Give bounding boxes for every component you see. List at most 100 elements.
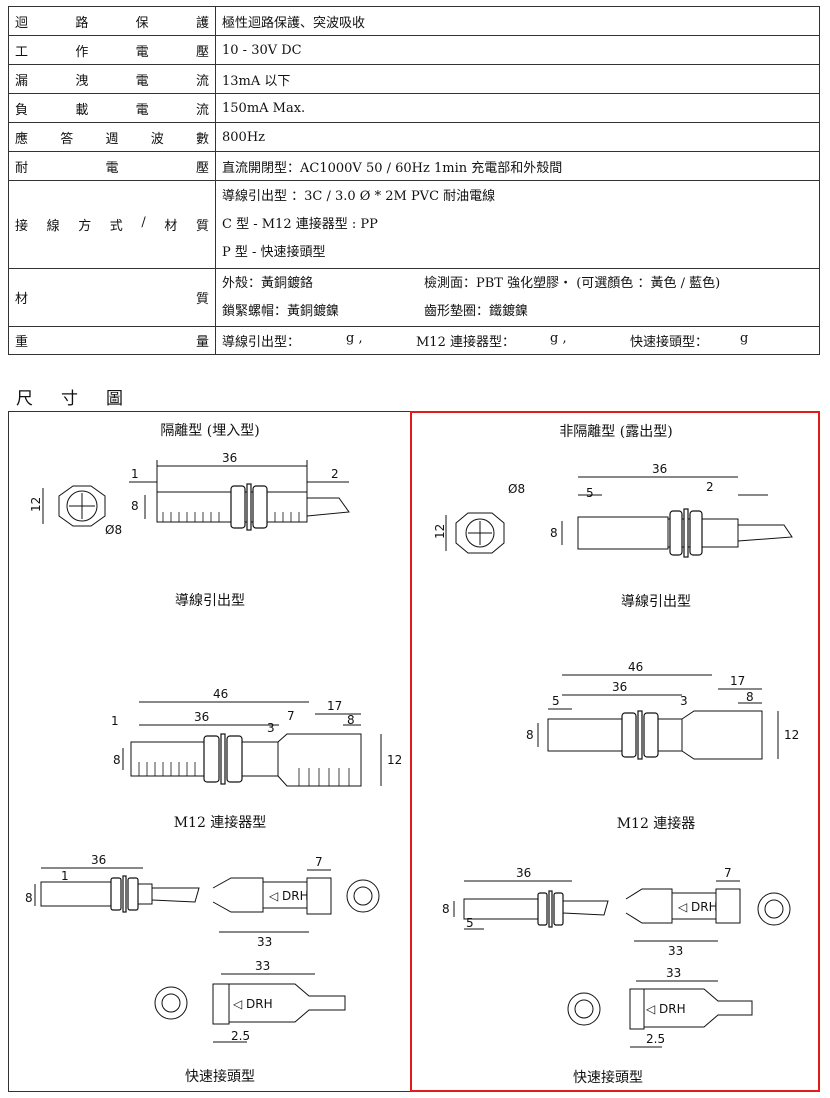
- weight-line: 導線引出型： g , M12 連接器型： g , 快速接頭型： g: [222, 331, 813, 350]
- dim-label: 12: [784, 728, 799, 742]
- spec-value: 150mA Max.: [215, 93, 820, 123]
- dim-label: 8: [131, 499, 139, 513]
- spread-label: 負載電流: [15, 99, 209, 118]
- dim-label: 8: [25, 891, 33, 905]
- spread-label: 工作電壓: [15, 41, 209, 60]
- dim-label: 33: [668, 944, 683, 958]
- dim-label: 7: [315, 855, 323, 869]
- label-char: /: [141, 215, 146, 230]
- label-char: 作: [75, 44, 89, 60]
- dim-label: 1: [131, 467, 139, 481]
- spec-row: 工作電壓 10 - 30V DC: [8, 35, 820, 65]
- dim-label: 33: [255, 959, 270, 973]
- label-char: 式: [109, 219, 123, 234]
- dim-label: 17: [327, 699, 342, 713]
- right-drawing-panel: 非隔離型 (露出型) 導線引出型 M12 連接器 快速接頭型 12 Ø8 36 …: [410, 411, 820, 1092]
- weight-item: g ,: [346, 331, 363, 346]
- label-char: 材: [164, 219, 178, 234]
- material-cell: 齒形墊圈：鐵鍍鎳: [424, 303, 529, 319]
- dim-label: 8: [526, 728, 534, 742]
- right-caption-m12: M12 連接器: [616, 816, 696, 832]
- right-panel-heading: 非隔離型 (露出型): [559, 424, 673, 440]
- label-char: 電: [135, 102, 149, 118]
- dim-label: 7: [724, 866, 732, 880]
- label-char: 波: [150, 131, 164, 147]
- label-char: 迴: [15, 15, 29, 31]
- dim-label: ◁ DRH: [232, 997, 273, 1011]
- spec-label: 材質: [8, 268, 216, 327]
- dim-label: 3: [680, 694, 688, 708]
- dim-label: ◁ DRH: [268, 889, 309, 903]
- spec-label: 接線方式/材質: [8, 180, 216, 269]
- dim-label: 36: [194, 710, 209, 724]
- spec-label: 負載電流: [8, 93, 216, 123]
- dim-label: 3: [267, 721, 275, 735]
- right-caption-quick: 快速接頭型: [573, 1070, 643, 1086]
- quick-sensor-side-view: [34, 867, 380, 933]
- hex-front-view: [42, 485, 106, 527]
- material-cell: 外殼：黃銅鍍鉻: [222, 275, 314, 291]
- label-char: 量: [195, 335, 209, 350]
- dim-label: 1: [111, 714, 119, 728]
- wiring-line: C 型 - M12 連接器型 : PP: [222, 216, 378, 232]
- dim-label: 36: [91, 853, 106, 867]
- left-panel-heading: 隔離型 (埋入型): [160, 423, 260, 439]
- dim-label: 8: [113, 753, 121, 767]
- spec-value: 導線引出型： g , M12 連接器型： g , 快速接頭型： g: [215, 326, 820, 355]
- label-char: 工: [15, 44, 29, 60]
- dim-label: Ø8: [105, 523, 122, 537]
- label-char: 質: [195, 219, 209, 234]
- label-char: 線: [46, 219, 60, 234]
- spec-label: 迴路保護: [8, 6, 216, 36]
- label-char: 材: [15, 292, 29, 307]
- spec-row: 漏洩電流 13mA 以下: [8, 64, 820, 94]
- label-char: 負: [15, 102, 29, 118]
- spec-row-material: 材質 外殼：黃銅鍍鉻檢測面：PBT 強化塑膠‧ (可選顏色 ：黃色 / 藍色) …: [8, 268, 820, 327]
- label-char: 應: [15, 131, 29, 147]
- left-drawings: 12 Ø8 36 1 2 8: [25, 451, 402, 1043]
- spec-value: 直流開閉型：AC1000V 50 / 60Hz 1min 充電部和外殼間: [215, 151, 820, 181]
- label-char: 方: [78, 219, 92, 234]
- material-line: 鎖緊螺帽：黃銅鍍鎳齒形墊圈：鐵鍍鎳: [222, 298, 813, 326]
- material-line: 外殼：黃銅鍍鉻檢測面：PBT 強化塑膠‧ (可選顏色 ：黃色 / 藍色): [222, 270, 813, 298]
- label-char: 護: [195, 15, 209, 31]
- spec-value: 極性迴路保護、突波吸收: [215, 6, 820, 36]
- dim-label: 36: [612, 680, 627, 694]
- weight-item: 快速接頭型：: [630, 335, 709, 350]
- label-char: 流: [195, 102, 209, 118]
- spread-label: 應答週波數: [15, 128, 209, 147]
- label-char: 耐: [15, 160, 29, 176]
- spread-label: 材質: [15, 288, 209, 307]
- label-char: 電: [105, 160, 119, 176]
- spec-row-weight: 重量 導線引出型： g , M12 連接器型： g , 快速接頭型： g: [8, 326, 820, 355]
- label-char: 質: [195, 292, 209, 307]
- label-char: 電: [135, 44, 149, 60]
- spread-label: 接線方式/材質: [15, 215, 209, 234]
- hex-front-view: [445, 512, 505, 554]
- m12-sensor-side-view: [537, 674, 779, 760]
- dim-label: 36: [222, 451, 237, 465]
- dim-label: 5: [466, 916, 474, 930]
- label-char: 載: [75, 102, 89, 118]
- dim-label: 2.5: [231, 1029, 250, 1043]
- wiring-line: P 型 - 快速接頭型: [222, 244, 326, 260]
- right-caption-cable: 導線引出型: [621, 594, 691, 610]
- label-char: 週: [105, 131, 119, 147]
- m12-sensor-side-view: [122, 701, 382, 787]
- spec-row: 迴路保護 極性迴路保護、突波吸收: [8, 6, 820, 36]
- spec-row: 應答週波數 800Hz: [8, 122, 820, 152]
- label-char: 壓: [195, 160, 209, 176]
- dim-label: 17: [730, 674, 745, 688]
- label-char: 重: [15, 335, 29, 350]
- spread-label: 迴路保護: [15, 12, 209, 31]
- weight-item: 導線引出型：: [222, 335, 301, 350]
- dim-label: 46: [213, 687, 228, 701]
- dim-label: 33: [666, 966, 681, 980]
- dim-label: 2: [706, 480, 714, 494]
- spread-label: 重量: [15, 331, 209, 350]
- spec-body: 迴路保護 極性迴路保護、突波吸收 工作電壓 10 - 30V DC 漏洩電流 1…: [8, 6, 820, 355]
- cable-sensor-side-view: [129, 460, 350, 531]
- dim-label: 12: [433, 524, 447, 539]
- left-caption-m12: M12 連接器型: [173, 815, 267, 831]
- label-char: 保: [135, 15, 149, 31]
